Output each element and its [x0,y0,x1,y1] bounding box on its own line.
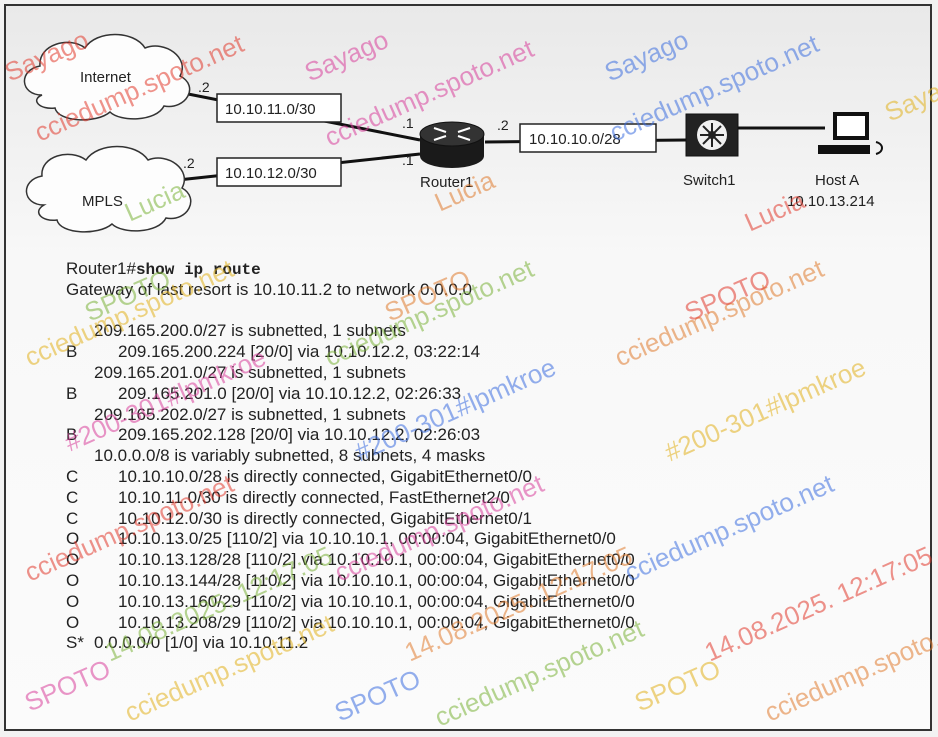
route-text: 10.0.0.0/8 is variably subnetted, 8 subn… [94,446,486,466]
route-code: B [66,383,78,403]
route-entry: O 10.10.13.160/29 [110/2] via 10.10.10.1,… [66,592,906,613]
router-label: Router1 [420,174,473,191]
blank-line [66,301,906,322]
route-code: O [66,591,80,611]
route-code: O [66,550,80,570]
route-text: 209.165.202.128 [20/0] via 10.10.12.2, 0… [118,425,481,445]
command-line: Router1#show ip route [66,259,906,280]
route-text: 10.10.13.0/25 [110/2] via 10.10.10.1, 00… [118,529,616,549]
route-entry: S* 0.0.0.0/0 [1/0] via 10.10.11.2 [66,633,906,654]
route-entry: 209.165.202.0/27 is subnetted, 1 subnets [66,405,906,426]
subnet-switch-label: 10.10.10.0/28 [529,131,621,148]
route-text: 10.10.13.128/28 [110/2] via 10.10.10.1, … [118,550,635,570]
cli-prompt: Router1# [66,259,136,278]
switch-icon [685,113,739,157]
switch-label: Switch1 [683,172,736,189]
route-code: C [66,508,79,528]
mpls-ip-label: .2 [183,155,195,171]
route-text: 10.10.13.160/29 [110/2] via 10.10.10.1, … [118,591,635,611]
gateway-line: Gateway of last resort is 10.10.11.2 to … [66,279,473,299]
route-text: 10.10.13.144/28 [110/2] via 10.10.10.1, … [118,570,635,590]
route-entry: 10.0.0.0/8 is variably subnetted, 8 subn… [66,446,906,467]
route-text: 209.165.201.0 [20/0] via 10.10.12.2, 02:… [118,383,462,403]
route-entry: C 10.10.11.0/30 is directly connected, Fa… [66,488,906,509]
subnet-mpls-label: 10.10.12.0/30 [225,165,317,182]
route-text: 0.0.0.0/0 [1/0] via 10.10.11.2 [94,633,309,653]
subnet-internet-box [216,93,342,123]
route-entry: O 10.10.13.0/25 [110/2] via 10.10.10.1, 0… [66,529,906,550]
route-entry: C 10.10.12.0/30 is directly connected, Gi… [66,509,906,530]
router-icon [419,121,485,168]
route-table: 209.165.200.0/27 is subnetted, 1 subnets… [66,321,906,654]
route-entry: O 10.10.13.128/28 [110/2] via 10.10.10.1,… [66,550,906,571]
route-code: C [66,466,79,486]
route-entry: C 10.10.10.0/28 is directly connected, Gi… [66,467,906,488]
route-code: O [66,612,80,632]
mpls-label: MPLS [82,193,123,210]
router-internet-ip-label: .1 [402,115,414,131]
route-code: O [66,570,80,590]
route-code: O [66,529,80,549]
route-entry: O 10.10.13.144/28 [110/2] via 10.10.10.1,… [66,571,906,592]
route-entry: B 209.165.202.128 [20/0] via 10.10.12.2, … [66,425,906,446]
route-code: C [66,487,79,507]
route-text: 10.10.10.0/28 is directly connected, Gig… [118,466,532,486]
route-text: 209.165.200.224 [20/0] via 10.10.12.2, 0… [118,342,481,362]
route-entry: B 209.165.201.0 [20/0] via 10.10.12.2, 02… [66,384,906,405]
route-text: 10.10.11.0/30 is directly connected, Fas… [118,487,510,507]
route-text: 10.10.13.208/29 [110/2] via 10.10.10.1, … [118,612,635,632]
host-label: Host A [815,172,859,189]
subnet-internet-label: 10.10.11.0/30 [225,101,316,118]
router-mpls-ip-label: .1 [402,152,414,168]
internet-label: Internet [80,69,132,86]
route-text: 209.165.201.0/27 is subnetted, 1 subnets [94,362,406,382]
host-ip-label: 10.10.13.214 [787,193,875,210]
route-text: 209.165.200.0/27 is subnetted, 1 subnets [94,321,406,341]
subnet-mpls-box [216,157,342,187]
host-computer-icon [818,112,883,155]
route-entry: B 209.165.200.224 [20/0] via 10.10.12.2, … [66,342,906,363]
cli-command: show ip route [135,261,261,279]
route-code: B [66,342,78,362]
internet-ip-label: .2 [198,79,210,95]
internet-cloud-icon [23,33,191,121]
router-switch-ip-label: .2 [497,117,509,133]
route-text: 10.10.12.0/30 is directly connected, Gig… [118,508,532,528]
subnet-switch-box [519,123,657,153]
mpls-cloud-icon [25,145,192,233]
cli-output: Router1#show ip route Gateway of last re… [66,259,906,654]
route-text: 209.165.202.0/27 is subnetted, 1 subnets [94,404,406,424]
route-entry: O 10.10.13.208/29 [110/2] via 10.10.10.1,… [66,613,906,634]
route-code: S* [66,633,84,653]
route-code: B [66,425,78,445]
route-entry: 209.165.200.0/27 is subnetted, 1 subnets [66,321,906,342]
route-entry: 209.165.201.0/27 is subnetted, 1 subnets [66,363,906,384]
